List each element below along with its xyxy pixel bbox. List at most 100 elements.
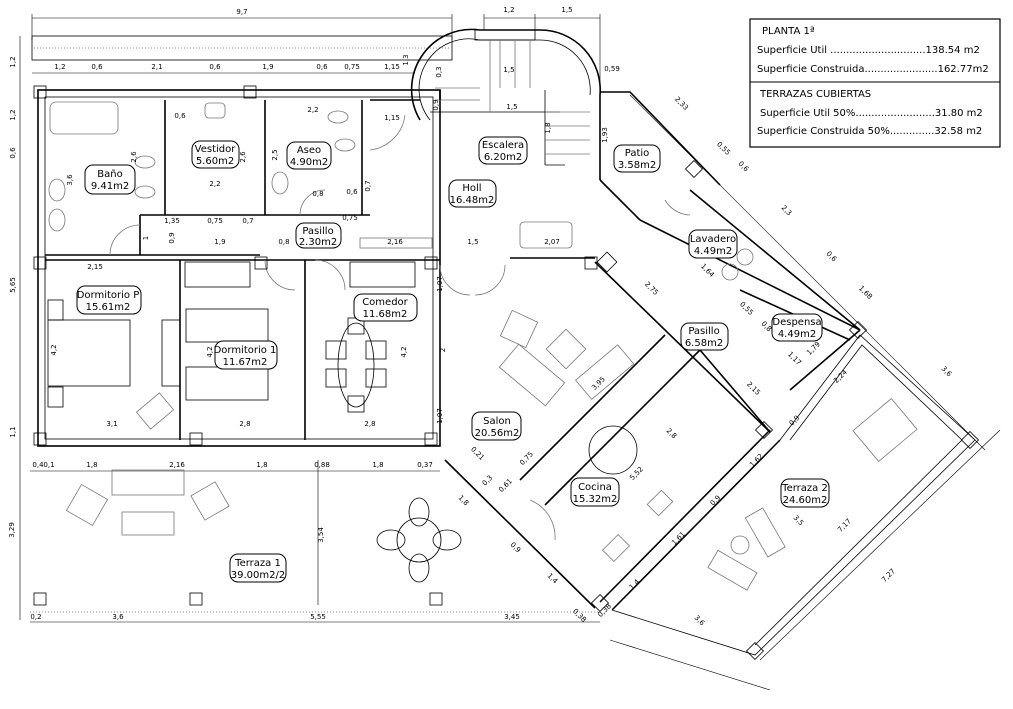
- bed: [47, 319, 131, 387]
- svg-text:Terraza 1: Terraza 1: [234, 558, 281, 569]
- dimension-label: 1,5: [506, 103, 517, 111]
- svg-text:2.30m2: 2.30m2: [299, 237, 337, 248]
- terrazas-construida: Superficie Construida 50%..............3…: [757, 126, 982, 137]
- dimension-label: 0,9: [168, 232, 176, 243]
- svg-text:Pasillo: Pasillo: [688, 326, 719, 337]
- dimension-label: 3,29: [8, 522, 16, 538]
- dimension-label: 0,7: [364, 180, 372, 191]
- svg-text:Aseo: Aseo: [297, 145, 321, 156]
- sink: [48, 178, 66, 202]
- dimension-label: 1,07: [436, 276, 444, 292]
- dimension-label: 1,8: [457, 494, 471, 508]
- svg-text:39.00m2/2: 39.00m2/2: [231, 570, 285, 581]
- dimension-label: 1,8: [544, 122, 552, 133]
- dimension-label: 0,38: [596, 602, 613, 619]
- dimension-label: 1,62: [748, 452, 765, 469]
- dimension-label: 1,15: [384, 63, 400, 71]
- dimension-label: 0,6: [737, 160, 751, 174]
- dimension-label: 0,6: [91, 63, 103, 71]
- dimension-label: 3,6: [940, 365, 954, 379]
- dimension-label: 0,75: [342, 214, 358, 222]
- dimension-label: 0,8: [760, 320, 774, 334]
- dimension-label: 2,8: [364, 420, 375, 428]
- kitchen-table: [588, 425, 638, 475]
- summary-construida: Superficie Construida...................…: [757, 64, 989, 75]
- columns: [33, 85, 980, 661]
- dimension-label: 0,75: [344, 63, 360, 71]
- dining-table: [337, 322, 375, 408]
- dimension-label: 0,6: [209, 63, 221, 71]
- dimension-label: 1,07: [436, 408, 444, 424]
- svg-text:Terraza 2: Terraza 2: [781, 483, 828, 494]
- dimension-label: 1: [142, 236, 150, 240]
- dimension-label: 0,1: [43, 461, 54, 469]
- dimension-label: 0,9: [432, 99, 440, 110]
- dimension-label: 7,27: [880, 567, 897, 584]
- dimension-label: 1,2: [9, 109, 17, 120]
- svg-text:15.32m2: 15.32m2: [573, 494, 618, 505]
- svg-text:Salon: Salon: [483, 416, 511, 427]
- dimension-label: 0,2: [30, 613, 41, 621]
- svg-text:Escalera: Escalera: [482, 140, 524, 151]
- svg-text:Dormitorio 1: Dormitorio 1: [214, 345, 277, 356]
- svg-text:Vestidor: Vestidor: [195, 144, 237, 155]
- dimension-label: 0,61: [497, 477, 514, 494]
- dimension-label: 1,9: [262, 63, 273, 71]
- svg-text:Lavadero: Lavadero: [690, 234, 736, 245]
- dimension-label: 0,7: [242, 217, 253, 225]
- dimension-label: 1,79: [805, 340, 822, 357]
- dimension-label: 2,07: [544, 238, 560, 246]
- svg-text:3.58m2: 3.58m2: [618, 160, 656, 171]
- svg-text:Baño: Baño: [97, 169, 122, 180]
- dimension-label: 3,6: [693, 614, 707, 628]
- dimension-label: 0,59: [604, 65, 620, 73]
- svg-text:15.61m2: 15.61m2: [86, 302, 131, 313]
- svg-text:5.60m2: 5.60m2: [196, 156, 234, 167]
- area-summary-table: PLANTA 1ª Superficie Util ..............…: [749, 18, 1001, 148]
- dimension-label: 0,21: [469, 445, 486, 462]
- svg-text:Despensa: Despensa: [772, 317, 821, 328]
- svg-text:Holl: Holl: [462, 183, 481, 194]
- dimension-label: 0,6: [316, 63, 328, 71]
- dimension-label: 1,8: [256, 461, 267, 469]
- room-label-dormitorio-p: Dormitorio P15.61m2: [76, 285, 142, 315]
- svg-text:Dormitorio P: Dormitorio P: [77, 290, 140, 301]
- svg-text:Comedor: Comedor: [362, 297, 408, 308]
- svg-text:11.68m2: 11.68m2: [363, 309, 408, 320]
- dimension-label: 2,15: [745, 380, 762, 397]
- dimension-label: 7,17: [836, 517, 853, 534]
- svg-text:6.20m2: 6.20m2: [484, 152, 522, 163]
- dimension-label: 1,8: [372, 461, 383, 469]
- dimension-label: 0,8: [312, 190, 323, 198]
- furniture: [47, 101, 918, 591]
- svg-text:11.67m2: 11.67m2: [223, 357, 268, 368]
- dimension-label: 5,55: [310, 613, 326, 621]
- dimension-label: 1,35: [164, 217, 180, 225]
- dimension-label: 4,2: [400, 346, 408, 357]
- dimension-label: 5,65: [9, 277, 17, 293]
- dimension-label: 0,3: [435, 66, 443, 77]
- dimension-label: 0,75: [207, 217, 223, 225]
- dimension-label: 0,6: [346, 188, 358, 196]
- svg-text:4.49m2: 4.49m2: [778, 329, 816, 340]
- svg-text:9.41m2: 9.41m2: [91, 181, 129, 192]
- svg-text:4.49m2: 4.49m2: [694, 246, 732, 257]
- dimension-label: 0,9: [709, 494, 723, 508]
- dimension-label: 2,75: [643, 280, 660, 297]
- svg-text:24.60m2: 24.60m2: [783, 495, 828, 506]
- svg-text:6.58m2: 6.58m2: [685, 338, 723, 349]
- dimension-label: 1,68: [857, 284, 874, 301]
- dimension-label: 3,5: [792, 514, 806, 528]
